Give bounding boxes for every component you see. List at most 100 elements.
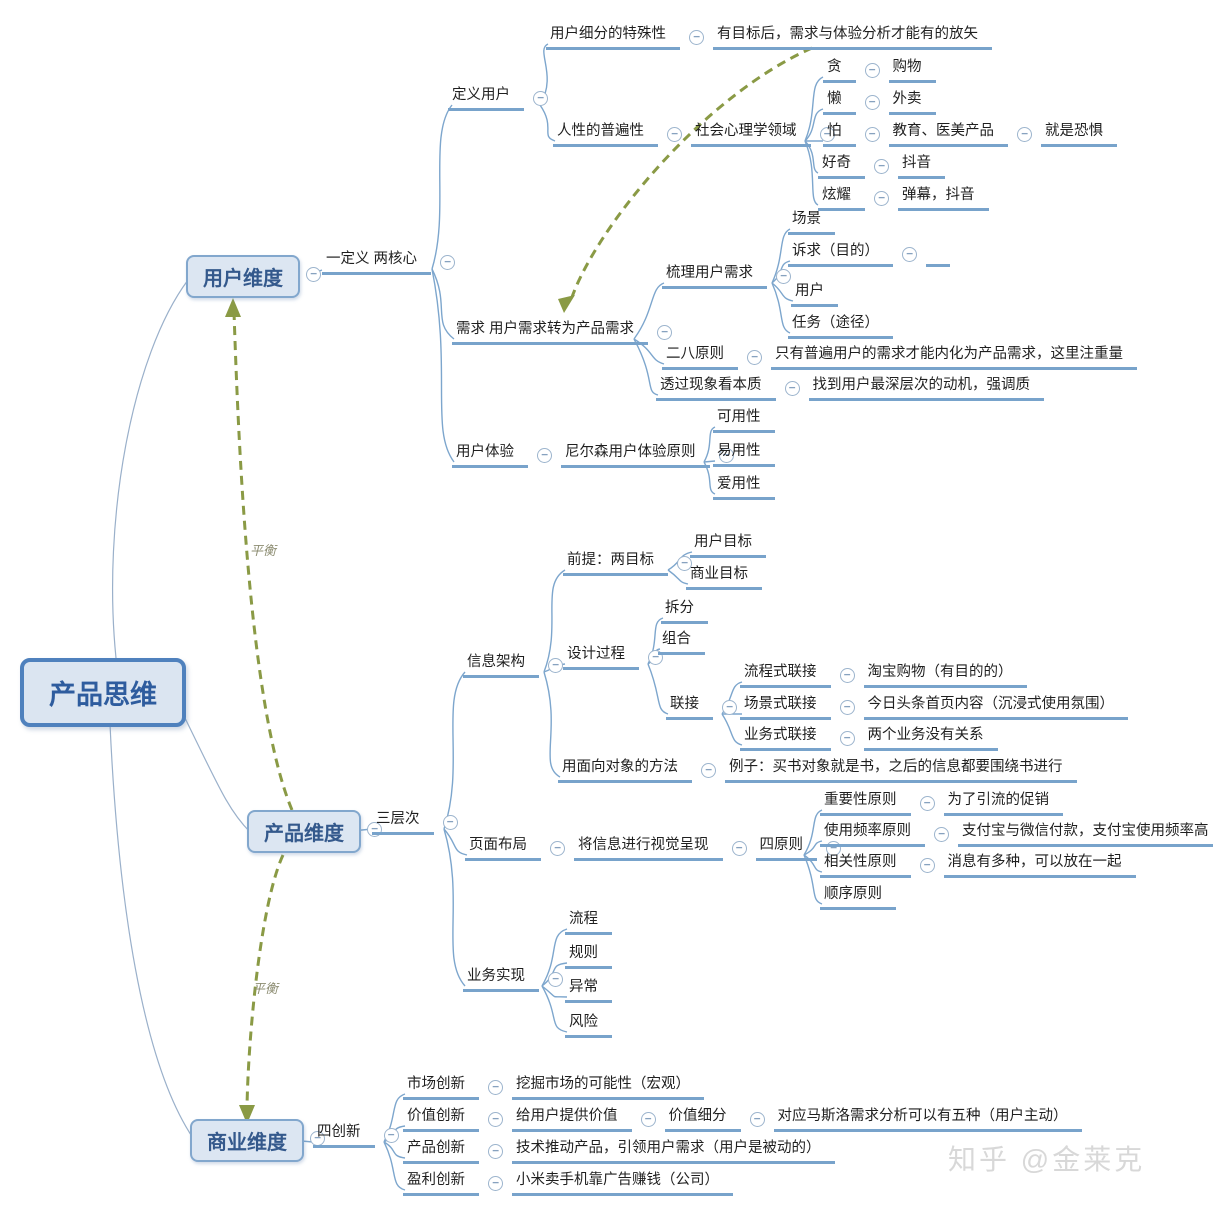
node-segmentation-note[interactable]: 有目标后，需求与体验分析才能有的放矢 (713, 25, 992, 51)
node-design-process[interactable]: 设计过程 (563, 645, 639, 671)
node-social-psychology[interactable]: 社会心理学领域 (691, 122, 811, 148)
node-profit-innovation[interactable]: 盈利创新 (403, 1171, 479, 1197)
node-page-layout[interactable]: 页面布局 (465, 836, 541, 862)
node-pareto-principle[interactable]: 二八原则 (662, 345, 738, 371)
node-greed[interactable]: 贪 (823, 58, 856, 84)
node-see-essence[interactable]: 透过现象看本质 (656, 376, 776, 402)
node-curiosity[interactable]: 好奇 (818, 154, 865, 180)
node-relevance-principle[interactable]: 相关性原则 (820, 853, 911, 879)
node-curiosity-example[interactable]: 抖音 (898, 154, 945, 180)
node-user-experience[interactable]: 用户体验 (452, 443, 528, 469)
node-showoff[interactable]: 炫耀 (818, 186, 865, 212)
node-fear[interactable]: 怕 (823, 122, 856, 148)
node-showoff-example[interactable]: 弹幕，抖音 (898, 186, 989, 212)
collapse-icon[interactable]: − (657, 325, 673, 341)
node-exception[interactable]: 异常 (565, 978, 612, 1004)
node-sort-user-demand[interactable]: 梳理用户需求 (662, 264, 767, 290)
node-business-dimension[interactable]: 商业维度 (190, 1119, 304, 1162)
node-lazy-example[interactable]: 外卖 (888, 90, 936, 116)
node-rule[interactable]: 规则 (565, 944, 612, 970)
collapse-icon[interactable]: − (488, 1080, 503, 1096)
collapse-icon[interactable]: − (488, 1112, 503, 1128)
collapse-icon[interactable]: − (747, 350, 762, 366)
node-scene[interactable]: 场景 (788, 210, 835, 236)
collapse-icon[interactable]: − (784, 381, 800, 397)
collapse-icon[interactable]: − (677, 556, 692, 572)
node-essence-note[interactable]: 找到用户最深层次的动机，强调质 (808, 376, 1044, 402)
node-humanity-universality[interactable]: 人性的普遍性 (553, 122, 658, 148)
node-user[interactable]: 用户 (791, 282, 838, 308)
collapse-icon[interactable]: − (1017, 127, 1032, 143)
node-frequency-example[interactable]: 支付宝与微信付款，支付宝使用频率高 (958, 822, 1213, 848)
collapse-icon[interactable]: − (722, 700, 737, 716)
node-business-implementation[interactable]: 业务实现 (463, 967, 539, 993)
node-value-segment[interactable]: 价值细分 (664, 1107, 741, 1133)
node-easy[interactable]: 易用性 (713, 442, 775, 468)
node-split[interactable]: 拆分 (661, 599, 708, 625)
collapse-icon[interactable]: − (383, 1128, 399, 1144)
node-fear-note[interactable]: 就是恐惧 (1041, 122, 1117, 148)
collapse-icon[interactable]: − (701, 763, 716, 779)
collapse-icon[interactable]: − (550, 841, 565, 857)
node-demand[interactable]: 需求 用户需求转为产品需求 (452, 320, 649, 346)
node-risk[interactable]: 风险 (565, 1013, 612, 1039)
balance-label-top[interactable]: 平衡 (250, 543, 277, 558)
node-oop-method[interactable]: 用面向对象的方法 (558, 758, 692, 784)
node-four-innovations[interactable]: 四创新 (313, 1123, 375, 1149)
node-one-definition-two-cores[interactable]: 一定义 两核心 (322, 250, 432, 276)
collapse-icon[interactable]: − (689, 30, 704, 46)
node-business-link[interactable]: 业务式联接 (740, 726, 831, 752)
node-greed-example[interactable]: 购物 (888, 58, 936, 84)
node-flow-link-example[interactable]: 淘宝购物（有目的的） (863, 663, 1027, 689)
collapse-icon[interactable]: − (864, 95, 880, 111)
collapse-icon[interactable]: − (731, 841, 747, 857)
collapse-icon[interactable]: − (533, 91, 548, 107)
node-user-segmentation[interactable]: 用户细分的特殊性 (546, 25, 680, 51)
collapse-icon[interactable]: − (718, 448, 734, 464)
collapse-icon[interactable]: − (864, 63, 880, 79)
node-market-note[interactable]: 挖掘市场的可能性（宏观） (512, 1075, 704, 1101)
collapse-icon[interactable]: − (864, 127, 880, 143)
collapse-icon[interactable]: − (310, 1130, 325, 1146)
node-user-goal[interactable]: 用户目标 (690, 533, 766, 559)
node-product-innovation[interactable]: 产品创新 (403, 1139, 479, 1165)
collapse-icon[interactable]: − (306, 266, 321, 282)
node-business-link-example[interactable]: 两个业务没有关系 (863, 726, 998, 752)
node-nielsen-principles[interactable]: 尼尔森用户体验原则 (561, 443, 710, 469)
collapse-icon[interactable]: − (819, 127, 835, 143)
node-importance-principle[interactable]: 重要性原则 (820, 791, 911, 817)
node-lovable[interactable]: 爱用性 (713, 475, 775, 501)
node-oop-example[interactable]: 例子：买书对象就是书，之后的信息都要围绕书进行 (725, 758, 1077, 784)
collapse-icon[interactable]: − (776, 269, 791, 285)
node-fear-example[interactable]: 教育、医美产品 (888, 122, 1008, 148)
node-user-dimension[interactable]: 用户维度 (186, 255, 300, 298)
node-scene-link-example[interactable]: 今日头条首页内容（沉浸式使用氛围） (863, 695, 1128, 721)
node-product-dimension[interactable]: 产品维度 (247, 810, 361, 853)
node-product-innovation-note[interactable]: 技术推动产品，引领用户需求（用户是被动的） (512, 1139, 835, 1165)
collapse-icon[interactable]: − (548, 972, 563, 988)
collapse-icon[interactable]: − (488, 1144, 503, 1160)
collapse-icon[interactable]: − (749, 1112, 765, 1128)
node-profit-note[interactable]: 小米卖手机靠广告赚钱（公司） (512, 1171, 733, 1197)
node-maslow-note[interactable]: 对应马斯洛需求分析可以有五种（用户主动） (773, 1107, 1082, 1133)
node-frequency-principle[interactable]: 使用频率原则 (820, 822, 925, 848)
collapse-icon[interactable]: − (440, 255, 456, 271)
node-order-principle[interactable]: 顺序原则 (820, 885, 896, 911)
node-premise-two-goals[interactable]: 前提：两目标 (563, 551, 668, 577)
collapse-icon[interactable]: − (874, 191, 889, 207)
collapse-icon[interactable]: − (537, 448, 552, 464)
node-task[interactable]: 任务（途径） (788, 314, 893, 340)
node-flow-link[interactable]: 流程式联接 (740, 663, 831, 689)
node-importance-example[interactable]: 为了引流的促销 (943, 791, 1063, 817)
collapse-icon[interactable]: − (902, 247, 917, 263)
node-define-user[interactable]: 定义用户 (448, 86, 524, 112)
node-flow[interactable]: 流程 (565, 910, 612, 936)
node-relevance-example[interactable]: 消息有多种，可以放在一起 (943, 853, 1136, 879)
node-usable[interactable]: 可用性 (713, 408, 775, 434)
node-scene-link[interactable]: 场景式联接 (740, 695, 831, 721)
collapse-icon[interactable]: − (442, 815, 458, 831)
node-market-innovation[interactable]: 市场创新 (403, 1075, 479, 1101)
node-visual-presentation[interactable]: 将信息进行视觉呈现 (574, 836, 723, 862)
collapse-icon[interactable]: − (874, 159, 889, 175)
collapse-icon[interactable]: − (919, 858, 935, 874)
